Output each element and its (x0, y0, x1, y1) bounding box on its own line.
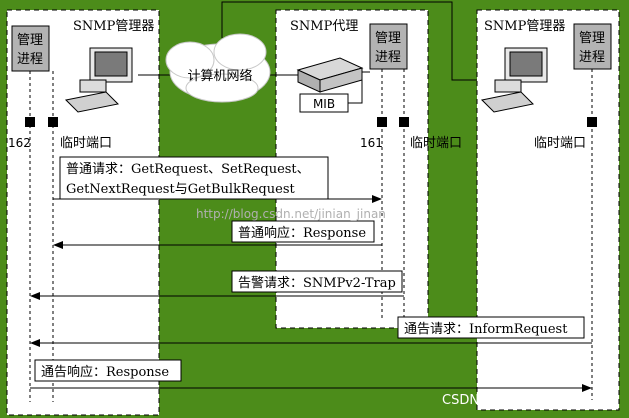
manager2-process-line2: 进程 (579, 50, 605, 65)
message-inform: 通告请求：InformRequest (30, 316, 592, 347)
port-161-marker (377, 117, 387, 127)
request-line1: 普通请求：GetRequest、SetRequest、 (66, 162, 310, 177)
agent-port-temp: 临时端口 (410, 136, 462, 151)
manager1-port-temp: 临时端口 (60, 136, 112, 151)
manager2-title: SNMP管理器 (484, 19, 565, 34)
manager2-frame (476, 9, 620, 411)
message-inform-response: 通告响应：Response (30, 359, 592, 392)
network-label: 计算机网络 (187, 68, 252, 84)
manager1-frame (6, 9, 160, 416)
manager1-process-line2: 进程 (17, 52, 43, 67)
inform-label: 通告请求：InformRequest (404, 322, 568, 337)
agent-temp-marker (399, 117, 409, 127)
manager1-region: 管理 进程 SNMP管理器 162 临时端口 (6, 9, 160, 416)
port-temp-marker (48, 117, 58, 127)
inform-response-label: 通告响应：Response (41, 364, 169, 380)
computer-icon (64, 47, 133, 113)
agent-process-line1: 管理 (375, 31, 401, 46)
agent-process-box (369, 23, 408, 70)
trap-label: 告警请求：SNMPv2-Trap (238, 275, 396, 291)
message-response: 普通响应：Response (53, 220, 382, 249)
mib-link (348, 71, 370, 104)
watermark-text: http://blog.csdn.net/jinian_jinan (196, 207, 386, 221)
message-trap: 告警请求：SNMPv2-Trap (30, 270, 404, 300)
network-cloud-icon (138, 33, 298, 103)
mib-label: MIB (313, 97, 335, 111)
message-request: 普通请求：GetRequest、SetRequest、 GetNextReque… (53, 156, 382, 203)
manager1-process-line1: 管理 (17, 33, 43, 48)
port-162-marker (25, 117, 35, 127)
agent-title: SNMP代理 (290, 19, 358, 34)
request-line2: GetNextRequest与GetBulkRequest (66, 182, 295, 197)
manager2-port-temp: 临时端口 (534, 136, 586, 151)
manager1-title: SNMP管理器 (73, 19, 154, 34)
agent-port-161: 161 (360, 136, 383, 150)
response-label: 普通响应：Response (238, 225, 366, 241)
router-icon (296, 57, 364, 93)
network-link-line (221, 1, 486, 81)
manager2-process-line1: 管理 (579, 31, 605, 46)
agent-process-line2: 进程 (375, 50, 401, 65)
manager1-port-162: 162 (8, 136, 31, 150)
computer-icon (480, 47, 548, 113)
brand-watermark: CSDN @MichaelCoCoQ (442, 393, 590, 408)
manager2-region: SNMP管理器 管理 进程 临时端口 (476, 9, 620, 411)
manager2-temp-marker (587, 117, 597, 127)
